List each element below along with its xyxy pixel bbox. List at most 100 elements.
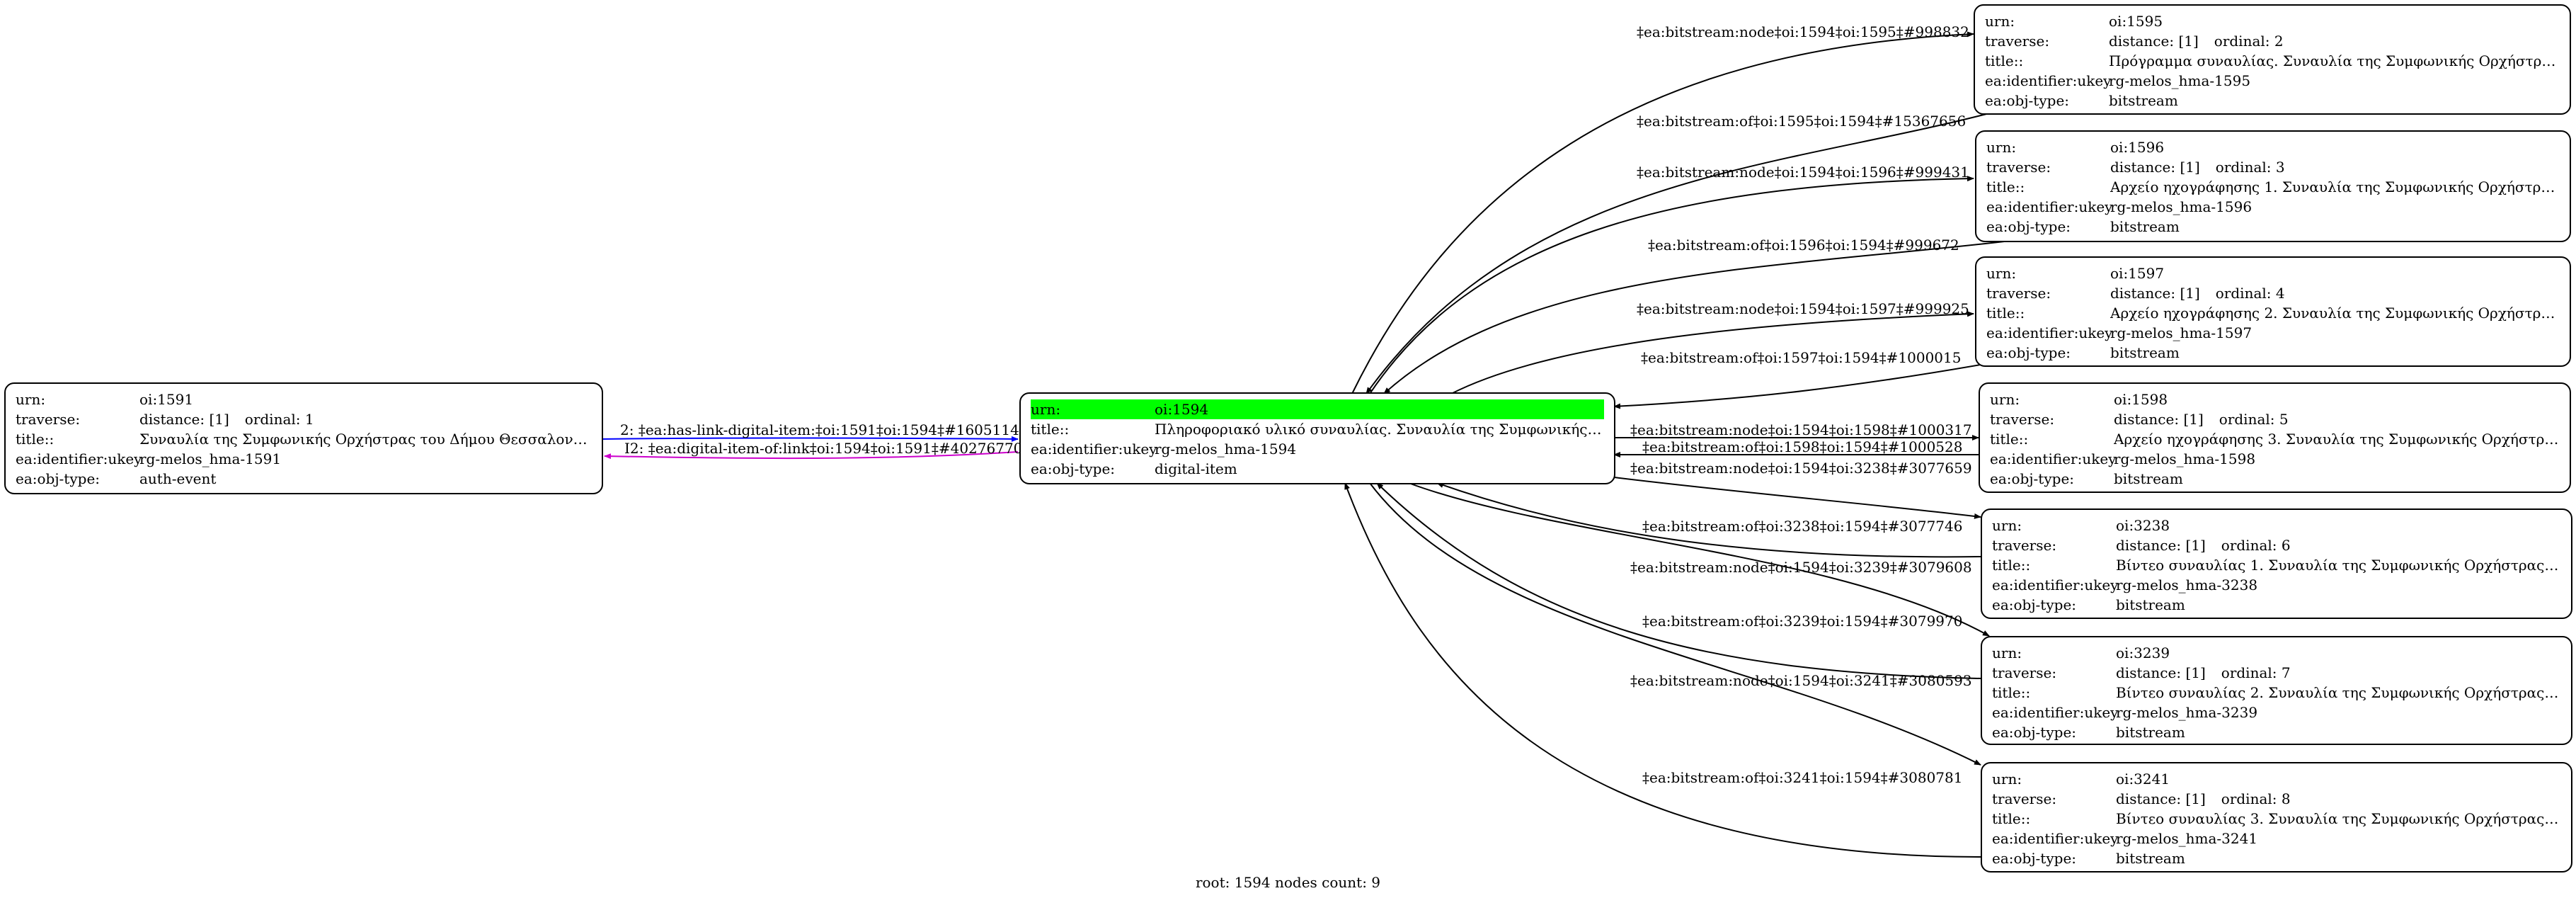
edge-node-3239	[1408, 482, 1990, 637]
node-title: Συναυλία της Συμφωνικής Ορχήστρας του Δή…	[139, 431, 592, 448]
node-1597[interactable]: urn:oi:1597 traverse:distance: [1]ordina…	[1975, 256, 2571, 367]
field-key: urn:	[1992, 771, 2022, 788]
node-title: Αρχείο ηχογράφησης 1. Συναυλία της Συμφω…	[2110, 178, 2560, 195]
node-objtype: bitstream	[2109, 92, 2178, 109]
node-objtype: bitstream	[2110, 344, 2180, 361]
field-key: title::	[1986, 305, 2025, 322]
node-title: Πληροφοριακό υλικό συναυλίας. Συναυλία τ…	[1155, 421, 1604, 438]
node-3238[interactable]: urn:oi:3238 traverse:distance: [1]ordina…	[1981, 508, 2572, 619]
field-key: title::	[16, 431, 55, 448]
field-key: urn:	[1992, 517, 2022, 534]
node-objtype: bitstream	[2114, 470, 2183, 487]
node-objtype: digital-item	[1155, 460, 1237, 477]
node-objtype: auth-event	[139, 470, 217, 487]
field-key: urn:	[1986, 139, 2017, 156]
field-key: title::	[1990, 431, 2029, 448]
node-ordinal: ordinal: 3	[2215, 159, 2285, 176]
field-key: ea:obj-type:	[1985, 92, 2070, 109]
field-key: title::	[1992, 810, 2031, 827]
field-key: ea:identifier:ukey	[1992, 830, 2119, 847]
field-key: title::	[1031, 421, 1070, 438]
node-ukey: rg-melos_hma-3241	[2116, 830, 2258, 847]
node-distance: distance: [1]	[2110, 285, 2200, 302]
edge-label-node-1597: ‡ea:bitstream:node‡oi:1594‡oi:1597‡#9999…	[1637, 300, 1969, 317]
node-urn: oi:3239	[2116, 644, 2170, 661]
edge-node-3241	[1369, 482, 1981, 766]
field-key: ea:identifier:ukey	[1986, 198, 2113, 215]
node-title: Αρχείο ηχογράφησης 3. Συναυλία της Συμφω…	[2114, 431, 2560, 448]
edge-label-node-1595: ‡ea:bitstream:node‡oi:1594‡oi:1595‡#9988…	[1637, 23, 1969, 40]
node-distance: distance: [1]	[2109, 33, 2199, 50]
field-key: title::	[1992, 557, 2031, 574]
node-distance: distance: [1]	[2116, 664, 2206, 681]
node-1595[interactable]: urn:oi:1595 traverse:distance: [1]ordina…	[1974, 4, 2571, 115]
edge-of-1596	[1383, 240, 2011, 394]
node-urn: oi:3238	[2116, 517, 2170, 534]
edge-node-1596	[1369, 176, 1974, 394]
node-3239[interactable]: urn:oi:3239 traverse:distance: [1]ordina…	[1981, 636, 2572, 745]
field-key: urn:	[1985, 13, 2015, 30]
node-distance: distance: [1]	[2116, 537, 2206, 554]
node-ukey: rg-melos_hma-3239	[2116, 704, 2258, 721]
edge-node-3238	[1613, 477, 1981, 519]
field-key: urn:	[1992, 644, 2022, 661]
field-key: traverse:	[1992, 790, 2057, 807]
field-key: traverse:	[1990, 411, 2055, 428]
edge-label-node-3238: ‡ea:bitstream:node‡oi:1594‡oi:3238‡#3077…	[1630, 460, 1972, 477]
edge-node-1595	[1351, 31, 1974, 394]
node-ukey: rg-melos_hma-1596	[2110, 198, 2252, 215]
edge-label-node-1596: ‡ea:bitstream:node‡oi:1594‡oi:1596‡#9994…	[1637, 164, 1969, 181]
node-ordinal: ordinal: 4	[2215, 285, 2285, 302]
node-distance: distance: [1]	[2114, 411, 2204, 428]
edge-of-3241	[1344, 482, 1981, 858]
field-key: ea:identifier:ukey	[1992, 704, 2119, 721]
node-1596[interactable]: urn:oi:1596 traverse:distance: [1]ordina…	[1975, 130, 2571, 242]
field-key: traverse:	[1986, 285, 2051, 302]
node-ordinal: ordinal: 1	[244, 411, 314, 428]
field-key: ea:identifier:ukey	[1985, 72, 2112, 89]
node-urn: oi:1594	[1155, 399, 1604, 419]
node-objtype: bitstream	[2116, 724, 2185, 741]
field-key: ea:identifier:ukey	[1986, 324, 2113, 341]
node-3241[interactable]: urn:oi:3241 traverse:distance: [1]ordina…	[1981, 762, 2572, 873]
node-distance: distance: [1]	[2116, 790, 2206, 807]
node-urn: oi:1598	[2114, 391, 2168, 408]
edge-label-node-1598: ‡ea:bitstream:node‡oi:1594‡oi:1598‡#1000…	[1630, 421, 1972, 438]
field-key: urn:	[1031, 399, 1155, 419]
edge-link-out	[600, 436, 1019, 442]
node-distance: distance: [1]	[2110, 159, 2200, 176]
node-urn: oi:1596	[2110, 139, 2165, 156]
field-key: ea:obj-type:	[1986, 344, 2071, 361]
node-title: Βίντεο συναυλίας 3. Συναυλία της Συμφωνι…	[2116, 810, 2561, 827]
field-key: urn:	[16, 391, 46, 408]
edge-of-3239	[1376, 482, 1981, 679]
edge-of-1597	[1613, 362, 1993, 409]
node-urn: oi:3241	[2116, 771, 2170, 788]
node-1594-root[interactable]: urn:oi:1594 title::Πληροφοριακό υλικό συ…	[1019, 392, 1615, 484]
field-key: traverse:	[1985, 33, 2050, 50]
node-ordinal: ordinal: 7	[2221, 664, 2291, 681]
edge-label-of-3238: ‡ea:bitstream:of‡oi:3238‡oi:1594‡#307774…	[1642, 518, 1963, 535]
node-title: Βίντεο συναυλίας 2. Συναυλία της Συμφωνι…	[2116, 684, 2561, 701]
node-urn: oi:1591	[139, 391, 194, 408]
node-ukey: rg-melos_hma-1591	[139, 450, 282, 467]
node-ukey: rg-melos_hma-1595	[2109, 72, 2251, 89]
edge-label-of-1598: ‡ea:bitstream:of‡oi:1598‡oi:1594‡#100052…	[1642, 438, 1963, 455]
node-ordinal: ordinal: 2	[2214, 33, 2284, 50]
edge-label-link-out: 2: ‡ea:has-link-digital-item:‡oi:1591‡oi…	[620, 421, 1029, 438]
node-1598[interactable]: urn:oi:1598 traverse:distance: [1]ordina…	[1979, 382, 2571, 493]
field-key: title::	[1985, 52, 2024, 69]
edge-node-1597	[1450, 311, 1974, 394]
edge-label-link-in: I2: ‡ea:digital-item-of:link‡oi:1594‡oi:…	[624, 440, 1023, 457]
node-urn: oi:1597	[2110, 265, 2165, 282]
field-key: title::	[1992, 684, 2031, 701]
field-key: urn:	[1990, 391, 2020, 408]
field-key: ea:obj-type:	[1992, 724, 2077, 741]
node-1591[interactable]: urn:oi:1591 traverse:distance: [1]ordina…	[4, 382, 603, 494]
field-key: ea:obj-type:	[16, 470, 101, 487]
field-key: title::	[1986, 178, 2025, 195]
field-key: ea:identifier:ukey	[16, 450, 142, 467]
node-distance: distance: [1]	[139, 411, 229, 428]
edge-label-of-1597: ‡ea:bitstream:of‡oi:1597‡oi:1594‡#100001…	[1641, 349, 1962, 366]
